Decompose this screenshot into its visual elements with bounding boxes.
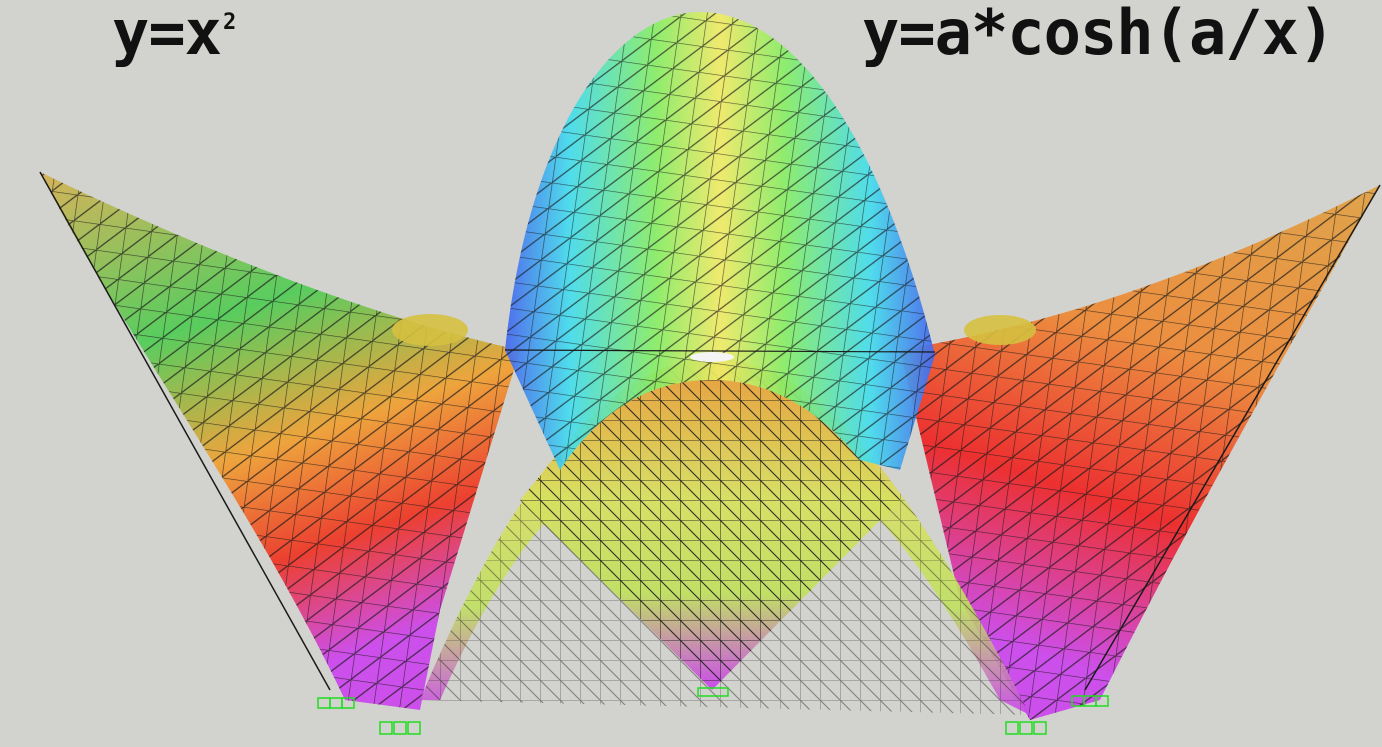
formula-parabola-label: y=x2 [112, 2, 236, 64]
support-footing-icon [1005, 721, 1047, 735]
support-footing-icon [1071, 695, 1109, 707]
support-footing-icon [317, 697, 355, 709]
formula-parabola-exponent: 2 [222, 10, 236, 35]
support-footings [317, 687, 1109, 735]
support-footing-icon [379, 721, 421, 735]
left-wing-shell [39, 171, 520, 710]
right-wing-shell [900, 184, 1381, 720]
formula-catenary-label: y=a*cosh(a/x) [862, 0, 1335, 69]
formula-parabola-base: y=x [112, 0, 222, 69]
central-arch-shell [504, 12, 936, 470]
support-footing-icon [697, 687, 729, 697]
